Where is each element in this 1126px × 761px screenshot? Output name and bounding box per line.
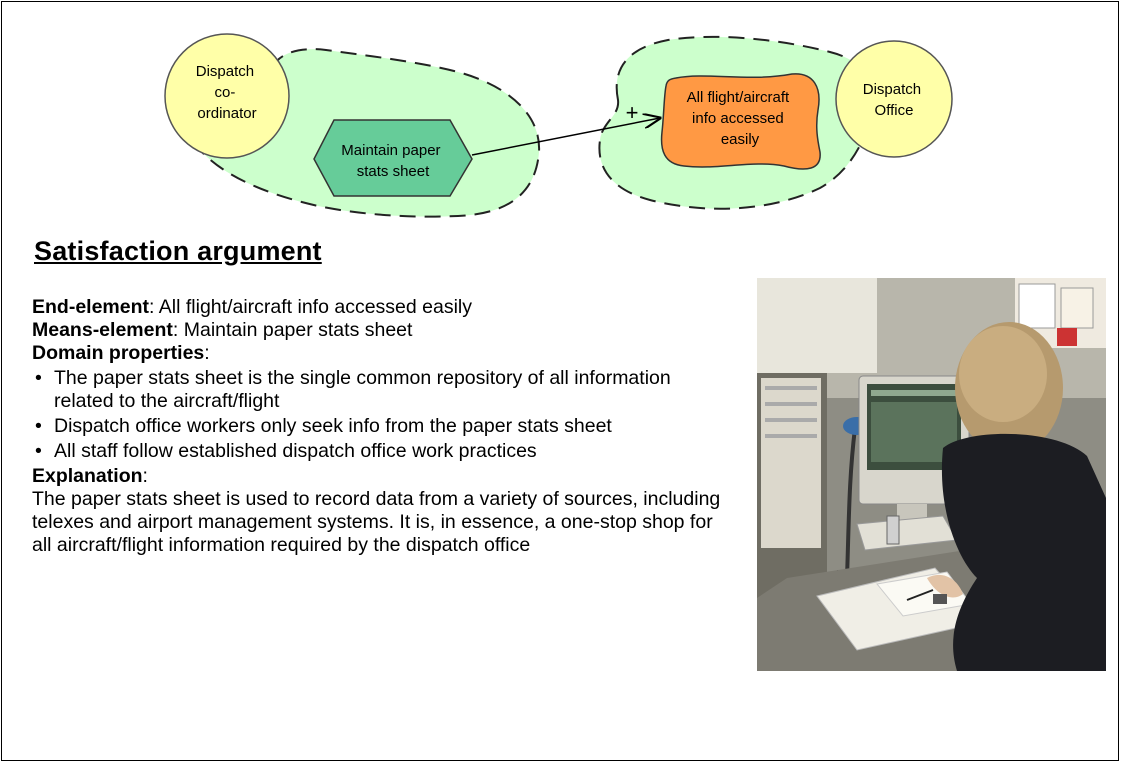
actor-label-dispatch-coordinator: Dispatch co- ordinator (196, 63, 259, 122)
list-item: Dispatch office workers only seek info f… (32, 415, 722, 438)
explanation-label: Explanation (32, 465, 143, 487)
strategic-rationale-diagram: Dispatch co- ordinator Dispatch Office +… (164, 33, 953, 218)
domain-properties-heading: Domain properties: (32, 342, 210, 364)
contribution-plus-label: + (626, 100, 639, 125)
actor-circle-dispatch-coordinator (164, 33, 290, 159)
contribution-link (471, 118, 660, 156)
end-element-line: End-element: All flight/aircraft info ac… (32, 296, 722, 319)
domain-properties-label: Domain properties (32, 342, 205, 364)
means-element-label: Means-element (32, 319, 173, 341)
end-element-label: End-element (32, 296, 150, 318)
end-element-value: : All flight/aircraft info accessed easi… (149, 296, 473, 318)
goal-label: All flight/aircraft info accessed easily (687, 89, 794, 148)
photo-illustration (757, 278, 1106, 671)
means-element-value: : Maintain paper stats sheet (172, 319, 413, 341)
actor-circle-dispatch-office (835, 40, 953, 158)
actor-label-dispatch-office: Dispatch Office (863, 81, 926, 119)
dispatch-office-photo (757, 278, 1106, 671)
task-label: Maintain paper stats sheet (341, 142, 444, 180)
argument-body: End-element: All flight/aircraft info ac… (32, 296, 722, 557)
list-item: The paper stats sheet is the single comm… (32, 367, 722, 413)
goal-shape (660, 73, 821, 170)
explanation-heading: Explanation: (32, 465, 148, 487)
list-item: All staff follow established dispatch of… (32, 440, 722, 463)
explanation-text: The paper stats sheet is used to record … (32, 488, 721, 556)
means-element-line: Means-element: Maintain paper stats shee… (32, 319, 722, 342)
task-hexagon (313, 119, 473, 197)
domain-properties-list: The paper stats sheet is the single comm… (32, 367, 722, 463)
section-heading: Satisfaction argument (34, 236, 322, 266)
